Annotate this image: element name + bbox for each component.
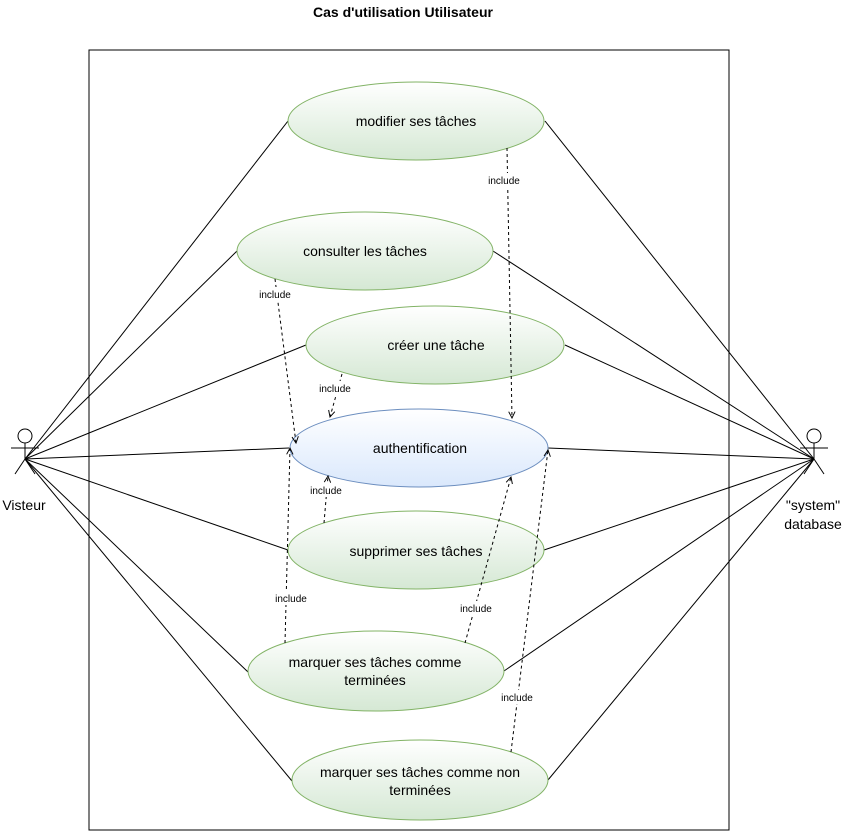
assoc-visiteur-auth[interactable]: [24, 447, 290, 460]
actor-database[interactable]: "system" database: [784, 428, 842, 532]
diagram-title: Cas d'utilisation Utilisateur: [313, 4, 493, 20]
actor-label-database-line1: "system": [786, 497, 840, 513]
use-case-supprimer[interactable]: supprimer ses tâches: [287, 510, 545, 590]
use-case-marquer-terminees[interactable]: marquer ses tâches comme terminées: [247, 630, 505, 712]
include-label-marquer: include: [275, 594, 307, 605]
use-case-label-consulter: consulter les tâches: [303, 243, 427, 259]
use-case-label-marquer-line1: marquer ses tâches comme: [289, 654, 462, 670]
use-case-label-creer: créer une tâche: [387, 337, 484, 353]
system-boundary: [88, 49, 730, 831]
assoc-visiteur-supprimer[interactable]: [24, 458, 289, 551]
include-arrow-marquer-non-2[interactable]: [510, 450, 548, 753]
assoc-database-modifier[interactable]: [544, 120, 815, 460]
actor-visiteur[interactable]: Visteur: [2, 428, 46, 513]
include-label-modifier: include: [488, 176, 520, 187]
use-case-label-marquer-non-line2: terminées: [389, 782, 450, 798]
assoc-database-consulter[interactable]: [492, 250, 815, 460]
actor-stick-figure-icon: [11, 428, 39, 475]
actor-label-database-line2: database: [784, 516, 842, 532]
assoc-visiteur-creer[interactable]: [24, 344, 307, 460]
use-case-modifier[interactable]: modifier ses tâches: [287, 81, 545, 161]
include-arrow-creer[interactable]: [330, 373, 343, 417]
include-dependencies: include include include include include …: [256, 147, 548, 753]
include-label-marquer-right: include: [460, 604, 492, 615]
use-case-label-modifier: modifier ses tâches: [356, 113, 477, 129]
assoc-database-marquer[interactable]: [503, 458, 815, 672]
assoc-database-auth[interactable]: [547, 447, 815, 460]
use-case-label-authentification: authentification: [373, 440, 467, 456]
association-lines: [24, 120, 815, 782]
include-arrow-consulter[interactable]: [274, 278, 296, 443]
actor-stick-figure-icon: [800, 428, 828, 475]
use-case-label-supprimer: supprimer ses tâches: [349, 543, 482, 559]
include-arrow-marquer-non[interactable]: [464, 477, 511, 644]
include-arrow-marquer[interactable]: [284, 448, 290, 644]
use-case-creer[interactable]: créer une tâche: [305, 305, 565, 385]
assoc-visiteur-marquer[interactable]: [24, 458, 249, 673]
assoc-database-creer[interactable]: [564, 344, 815, 460]
include-label-consulter: include: [259, 290, 291, 301]
assoc-database-marquer-non[interactable]: [547, 458, 815, 781]
include-label-creer: include: [319, 384, 351, 395]
use-case-marquer-non-terminees[interactable]: marquer ses tâches comme non terminées: [291, 739, 549, 821]
actor-label-visiteur: Visteur: [2, 497, 46, 513]
use-case-consulter[interactable]: consulter les tâches: [236, 211, 494, 291]
use-case-authentification[interactable]: authentification: [289, 408, 549, 488]
assoc-visiteur-modifier[interactable]: [24, 120, 289, 460]
include-label-marquer-non: include: [501, 693, 533, 704]
assoc-visiteur-marquer-non[interactable]: [24, 458, 293, 782]
include-label-supprimer: include: [310, 486, 342, 497]
assoc-visiteur-consulter[interactable]: [24, 250, 238, 460]
use-case-label-marquer-line2: terminées: [344, 672, 405, 688]
use-case-label-marquer-non-line1: marquer ses tâches comme non: [320, 764, 520, 780]
include-arrow-supprimer[interactable]: [323, 476, 328, 524]
assoc-database-supprimer[interactable]: [543, 458, 815, 551]
